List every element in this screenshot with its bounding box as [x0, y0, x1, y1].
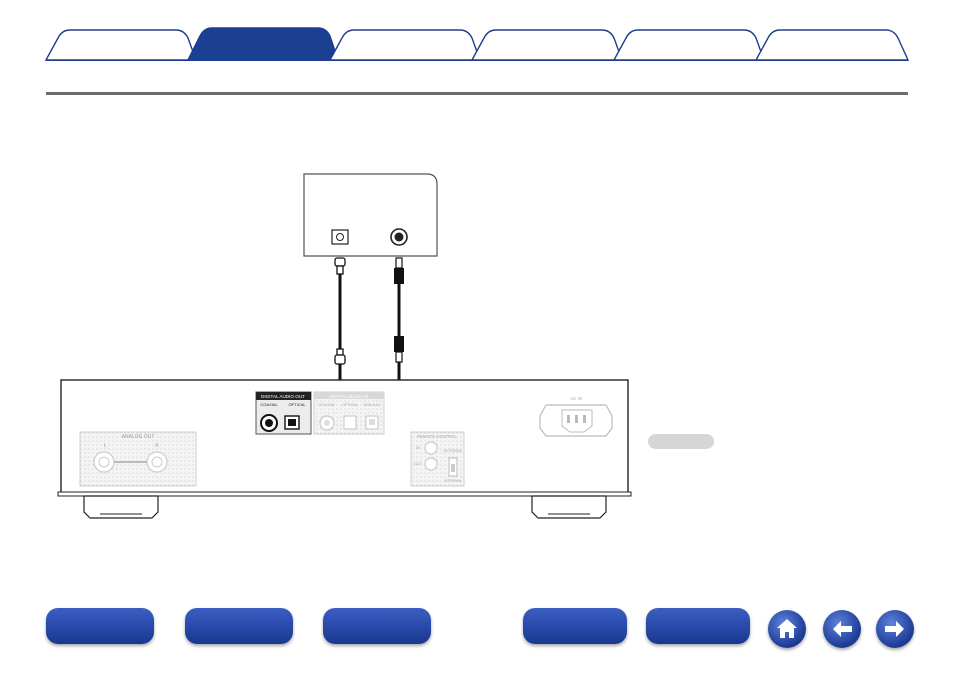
ac-in-label: AC IN: [570, 396, 582, 401]
remote-in-label: IN: [416, 445, 420, 450]
tab-6[interactable]: [754, 29, 910, 61]
usb-dac-label: USB-DAC: [363, 403, 380, 407]
connection-diagram: ANALOG OUT L R DIGITAL AUDIO OUT COAXIAL…: [57, 173, 632, 519]
analog-right-label: R: [155, 443, 159, 449]
analog-out-section: ANALOG OUT L R: [79, 431, 197, 487]
tab-5[interactable]: [612, 29, 765, 61]
home-button[interactable]: [768, 610, 806, 648]
tab-1[interactable]: [44, 29, 197, 61]
tab-2-label: [202, 30, 326, 56]
tab-2[interactable]: [186, 27, 339, 61]
ac-in-section: AC IN: [539, 396, 613, 437]
digital-audio-in-section: DIGITAL AUDIO IN COAXIAL OPTICAL USB-DAC: [313, 391, 385, 435]
forward-button[interactable]: [876, 610, 914, 648]
nav-button-2[interactable]: [185, 608, 293, 644]
nav-button-3[interactable]: [323, 608, 431, 644]
nav-button-4[interactable]: [523, 608, 627, 644]
back-button[interactable]: [823, 610, 861, 648]
internal-label: INTERNAL: [444, 479, 462, 483]
left-foot: [83, 495, 159, 519]
info-pill: [648, 434, 714, 449]
external-device: [303, 173, 438, 257]
section-divider: [46, 92, 908, 95]
external-label: EXTERNAL: [444, 449, 463, 453]
analog-left-label: L: [104, 443, 107, 449]
digital-audio-out-label: DIGITAL AUDIO OUT: [261, 394, 305, 399]
rear-panel: ANALOG OUT L R DIGITAL AUDIO OUT COAXIAL…: [57, 379, 632, 519]
device-optical-jack: [331, 229, 349, 245]
coaxial-in-label: COAXIAL: [319, 403, 335, 407]
forward-arrow-icon: [885, 621, 904, 637]
tab-3[interactable]: [328, 29, 481, 61]
remote-control-section: REMOTE CONTROL IN OUT EXTERNAL INTERNAL: [410, 431, 465, 487]
tab-5-label: [628, 30, 752, 56]
digital-audio-out-section: DIGITAL AUDIO OUT COAXIAL OPTICAL: [255, 391, 312, 435]
back-arrow-icon: [833, 621, 852, 637]
tab-6-label: [770, 30, 894, 56]
right-foot: [531, 495, 607, 519]
tab-4-label: [486, 30, 610, 56]
nav-button-1[interactable]: [46, 608, 154, 644]
optical-in-label: OPTICAL: [342, 403, 358, 407]
optical-out-label: OPTICAL: [288, 402, 306, 407]
tab-bar-shapes: [44, 27, 910, 61]
tab-bar: [0, 0, 954, 62]
nav-button-5[interactable]: [646, 608, 750, 644]
analog-out-label: ANALOG OUT: [122, 434, 155, 440]
digital-audio-in-label: DIGITAL AUDIO IN: [330, 394, 369, 399]
remote-control-label: REMOTE CONTROL: [417, 434, 457, 439]
coaxial-out-label: COAXIAL: [260, 402, 278, 407]
home-icon: [777, 619, 797, 638]
tab-3-label: [344, 30, 468, 56]
tab-4[interactable]: [470, 29, 623, 61]
remote-out-label: OUT: [414, 461, 423, 466]
tab-1-label: [60, 30, 184, 56]
